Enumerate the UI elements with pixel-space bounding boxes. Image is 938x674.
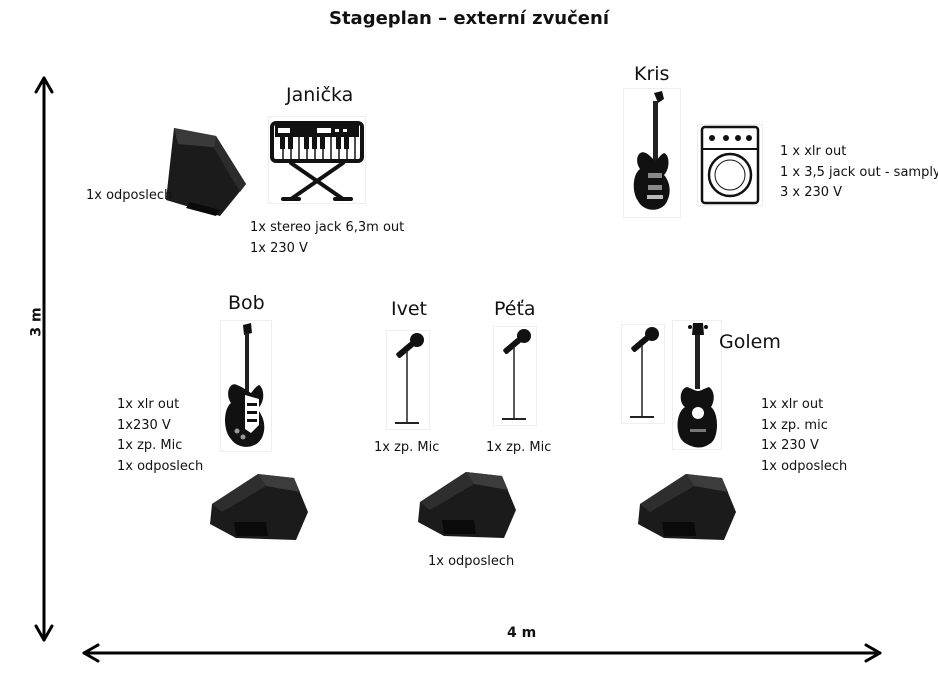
ivet-spec: 1x zp. Mic (374, 440, 440, 455)
bass-guitar-icon (633, 91, 670, 210)
bob-spec-3: 1x odposlech (117, 458, 204, 474)
golem-mic-panel (621, 324, 665, 424)
golem-spec-2: 1x 230 V (761, 438, 819, 453)
golem-name: Golem (719, 331, 781, 353)
keyboard-icon (270, 121, 364, 201)
ivet-mic-icon (395, 333, 424, 424)
keyboard-panel (268, 116, 366, 204)
kris-name: Kris (634, 63, 670, 85)
janicka-monitor-icon (166, 128, 246, 216)
janicka-name: Janička (286, 84, 354, 106)
peta-mic-panel (493, 326, 537, 426)
bob-spec-1: 1x230 V (117, 417, 171, 433)
bob-spec-2: 1x zp. Mic (117, 438, 183, 453)
ivet-mic-panel (386, 330, 430, 430)
golem-spec-1: 1x zp. mic (761, 417, 828, 433)
golem-specs: 1x xlr out 1x zp. mic 1x 230 V 1x odposl… (761, 395, 847, 477)
janicka-specs: 1x stereo jack 6,3m out 1x 230 V (250, 218, 404, 259)
center-monitor-label: 1x odposlech (428, 554, 515, 569)
bass-panel (623, 88, 681, 218)
peta-mic-icon (502, 329, 531, 420)
golem-guitar-panel (672, 320, 722, 450)
bob-name: Bob (228, 292, 265, 314)
acoustic-guitar-icon (677, 323, 717, 448)
center-monitor-icon (418, 472, 516, 538)
golem-monitor-icon (638, 474, 736, 540)
kris-spec-2: 3 x 230 V (780, 185, 843, 200)
horizontal-dimension-arrow (82, 643, 882, 663)
peta-name: Péťa (494, 298, 536, 320)
golem-spec-3: 1x odposlech (761, 458, 848, 474)
ivet-name: Ivet (391, 298, 427, 320)
bob-guitar-panel (220, 320, 272, 452)
bob-monitor-icon (210, 474, 308, 540)
janicka-spec-0: 1x stereo jack 6,3m out (250, 220, 405, 235)
kris-spec-1: 1 x 3,5 jack out - samply (780, 164, 938, 180)
golem-mic-icon (630, 327, 659, 418)
vertical-dimension-label: 3 m (28, 307, 45, 337)
electric-guitar-icon (225, 323, 265, 447)
golem-spec-0: 1x xlr out (761, 397, 824, 412)
bob-spec-0: 1x xlr out (117, 397, 180, 412)
janicka-monitor-label: 1x odposlech (86, 188, 173, 203)
kris-specs: 1 x xlr out 1 x 3,5 jack out - samply 3 … (780, 142, 938, 204)
page-title: Stageplan – externí zvučení (328, 8, 609, 29)
amp-panel (697, 124, 763, 206)
vertical-dimension-arrow (34, 76, 54, 642)
bob-specs: 1x xlr out 1x230 V 1x zp. Mic 1x odposle… (117, 395, 203, 477)
janicka-spec-1: 1x 230 V (250, 240, 308, 256)
peta-spec: 1x zp. Mic (486, 440, 552, 455)
kris-spec-0: 1 x xlr out (780, 144, 847, 159)
bass-amp-icon (700, 125, 760, 205)
horizontal-dimension-label: 4 m (507, 625, 537, 641)
